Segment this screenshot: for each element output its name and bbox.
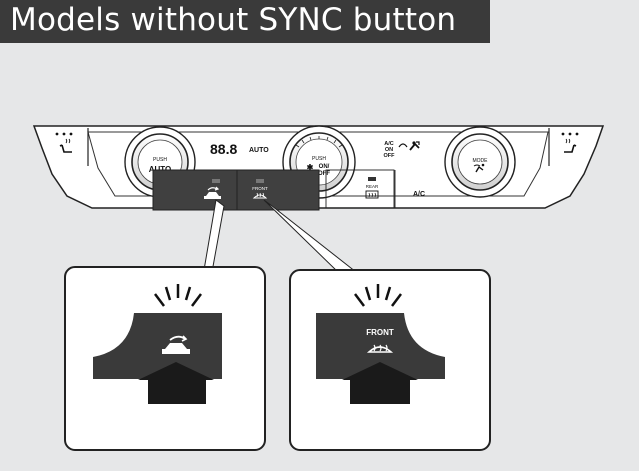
ac-button[interactable]: A/C [394, 170, 425, 208]
recirculation-button[interactable] [152, 169, 238, 211]
seat-heater-icon [59, 138, 72, 153]
ac-max-line3: OFF [384, 153, 396, 159]
fan-speed-ticks [295, 136, 343, 148]
seat-heater-icon [564, 138, 577, 153]
right-seat-heater-button[interactable] [561, 132, 579, 153]
lower-button-row: FRONT REAR A/C [152, 169, 425, 211]
temperature-display: 88.8 [210, 141, 237, 157]
front-defrost-icon [366, 344, 394, 353]
recirculation-callout [64, 266, 266, 451]
ac-button-label: A/C [413, 191, 425, 198]
press-rays [154, 284, 202, 307]
off-label: OFF [318, 171, 330, 177]
power-knob-push-label: PUSH [312, 156, 326, 162]
rear-defrost-label: REAR [366, 184, 379, 189]
front-defrost-label: FRONT [252, 186, 268, 191]
air-mode-icon [473, 163, 485, 173]
callout-front-label: FRONT [366, 328, 394, 337]
on-label: ON/ [319, 164, 330, 170]
indicator-light [368, 177, 376, 181]
front-defrost-callout: FRONT [289, 269, 491, 451]
button-closeup [93, 313, 222, 379]
mode-knob[interactable]: MODE [444, 126, 516, 198]
recirculation-icon [162, 335, 190, 354]
rear-defrost-icon [365, 190, 379, 199]
ac-max-indicator: A/C ON OFF [384, 141, 420, 159]
recirculation-icon [204, 186, 221, 199]
ac-max-line1: A/C [384, 141, 394, 147]
left-seat-heater-button[interactable] [55, 132, 73, 153]
rear-defrost-button[interactable]: REAR [325, 169, 395, 209]
air-mode-icon [398, 141, 420, 151]
press-rays [354, 284, 402, 307]
fan-icon: ✱ [307, 163, 314, 172]
auto-indicator: AUTO [249, 147, 269, 154]
press-arrow-icon [342, 362, 418, 404]
mode-knob-label: MODE [473, 158, 489, 164]
title-bar: Models without SYNC button [0, 0, 490, 43]
press-arrow-icon [138, 362, 214, 404]
pointer-lines [203, 199, 358, 275]
front-defrost-icon [252, 192, 268, 199]
indicator-light [256, 179, 264, 183]
auto-knob-push-label: PUSH [153, 157, 167, 163]
ac-max-line2: ON [385, 147, 393, 153]
front-defrost-button[interactable]: FRONT [236, 169, 320, 211]
indicator-light [212, 179, 220, 183]
page-title: Models without SYNC button [10, 2, 457, 38]
